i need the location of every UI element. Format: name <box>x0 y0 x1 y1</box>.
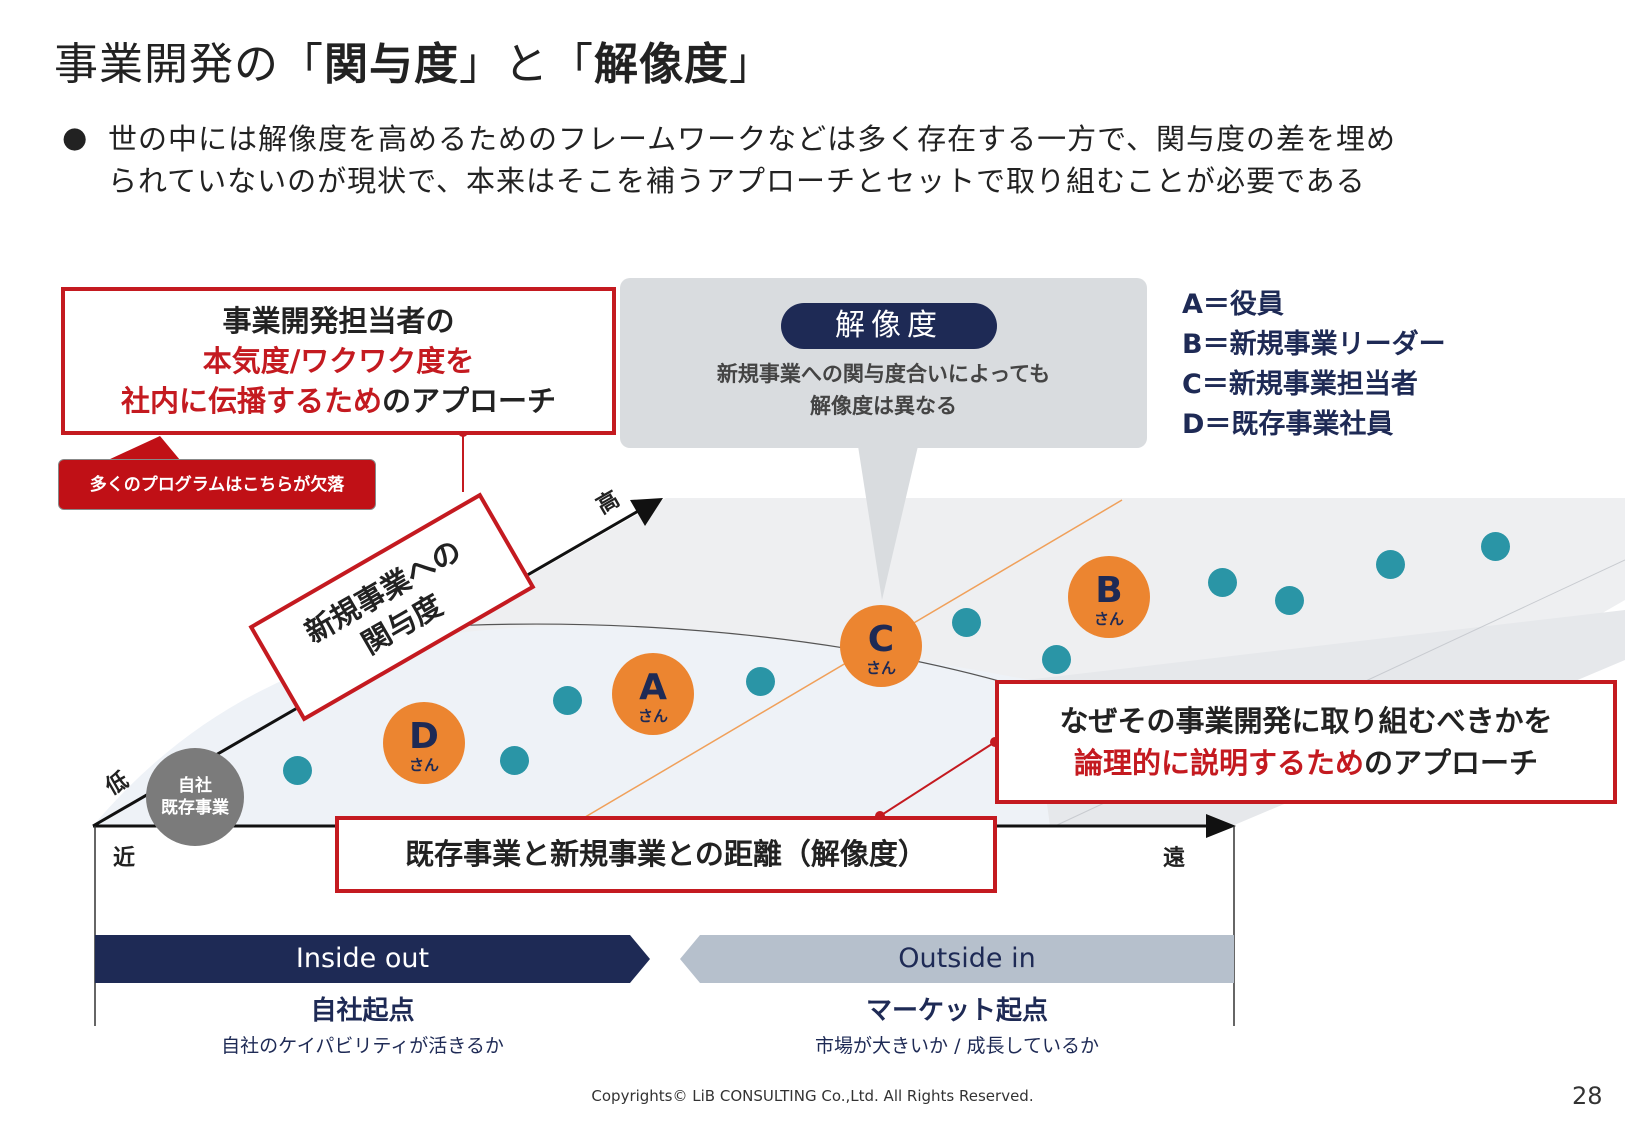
inside-out-label: Inside out <box>295 943 430 974</box>
market-origin-title: マーケット起点 <box>865 996 1048 1026</box>
connector-right <box>879 741 996 817</box>
dot-1 <box>283 756 312 785</box>
outside-in-label: Outside in <box>898 943 1036 974</box>
legend-item-a: A＝役員 <box>1182 289 1284 320</box>
page-title: 事業開発の「関与度」と「解像度」 <box>54 39 774 90</box>
dot-6 <box>1042 645 1071 674</box>
passion-line1: 事業開発担当者の <box>222 304 455 338</box>
bullet-text-line2: られていないのが現状で、本来はそこを補うアプローチとセットで取り組むことが必要で… <box>108 164 1366 198</box>
dot-10 <box>1481 532 1510 561</box>
legend-item-b: B＝新規事業リーダー <box>1182 329 1446 360</box>
x-axis-arrowhead <box>1206 814 1236 838</box>
resolution-text: 新規事業への関与度合いによっても 解像度は異なる <box>640 358 1127 422</box>
passion-line3: 社内に伝播するためのアプローチ <box>120 384 557 418</box>
dot-8 <box>1275 586 1304 615</box>
legend-item-c: C＝新規事業担当者 <box>1182 369 1418 400</box>
market-origin-sub: 市場が大きいか / 成長しているか <box>815 1035 1099 1057</box>
distance-axis-label: 既存事業と新規事業との距離（解像度） <box>335 816 997 893</box>
resolution-text-line2: 解像度は異なる <box>810 394 957 418</box>
bubble-tail <box>858 446 918 600</box>
origin-line2: 既存事業 <box>161 798 229 818</box>
dot-7 <box>1208 568 1237 597</box>
dot-2 <box>500 746 529 775</box>
self-origin-sub: 自社のケイパビリティが活きるか <box>221 1035 504 1057</box>
bullet-text: 世の中には解像度を高めるためのフレームワークなどは多く存在する一方で、関与度の差… <box>108 118 1578 202</box>
outside-in-banner <box>680 935 1234 983</box>
copyright: Copyrights© LiB CONSULTING Co.,Ltd. All … <box>591 1087 1034 1105</box>
legend-item-d: D＝既存事業社員 <box>1182 409 1394 440</box>
dot-3 <box>553 686 582 715</box>
axis-near-label: 近 <box>113 846 136 871</box>
logic-line1: なぜその事業開発に取り組むべきかを <box>1059 704 1553 738</box>
self-origin-title: 自社起点 <box>310 996 415 1026</box>
callout-pointer <box>108 436 180 460</box>
logic-line2: 論理的に説明するためのアプローチ <box>1073 746 1539 780</box>
bullet-mark: ● <box>62 120 88 154</box>
missing-callout: 多くのプログラムはこちらが欠落 <box>58 459 376 510</box>
dot-9 <box>1376 550 1405 579</box>
dot-5 <box>952 608 981 637</box>
resolution-text-line1: 新規事業への関与度合いによっても <box>716 362 1051 386</box>
passion-approach-box: 事業開発担当者の 本気度/ワクワク度を 社内に伝播するためのアプローチ <box>61 287 616 435</box>
origin-line1: 自社 <box>178 776 212 796</box>
resolution-pill: 解像度 <box>781 303 997 349</box>
dot-4 <box>746 667 775 696</box>
passion-line2: 本気度/ワクワク度を <box>202 344 475 378</box>
person-legend: A＝役員 B＝新規事業リーダー C＝新規事業担当者 D＝既存事業社員 <box>1182 285 1446 445</box>
inside-out-banner <box>95 935 650 983</box>
origin-circle: 自社 既存事業 <box>146 748 244 846</box>
axis-far-label: 遠 <box>1163 846 1186 871</box>
page-number: 28 <box>1572 1082 1603 1110</box>
bullet-text-line1: 世の中には解像度を高めるためのフレームワークなどは多く存在する一方で、関与度の差… <box>108 122 1396 156</box>
logic-approach-box: なぜその事業開発に取り組むべきかを 論理的に説明するためのアプローチ <box>995 680 1617 804</box>
y-axis-arrowhead <box>630 498 663 526</box>
